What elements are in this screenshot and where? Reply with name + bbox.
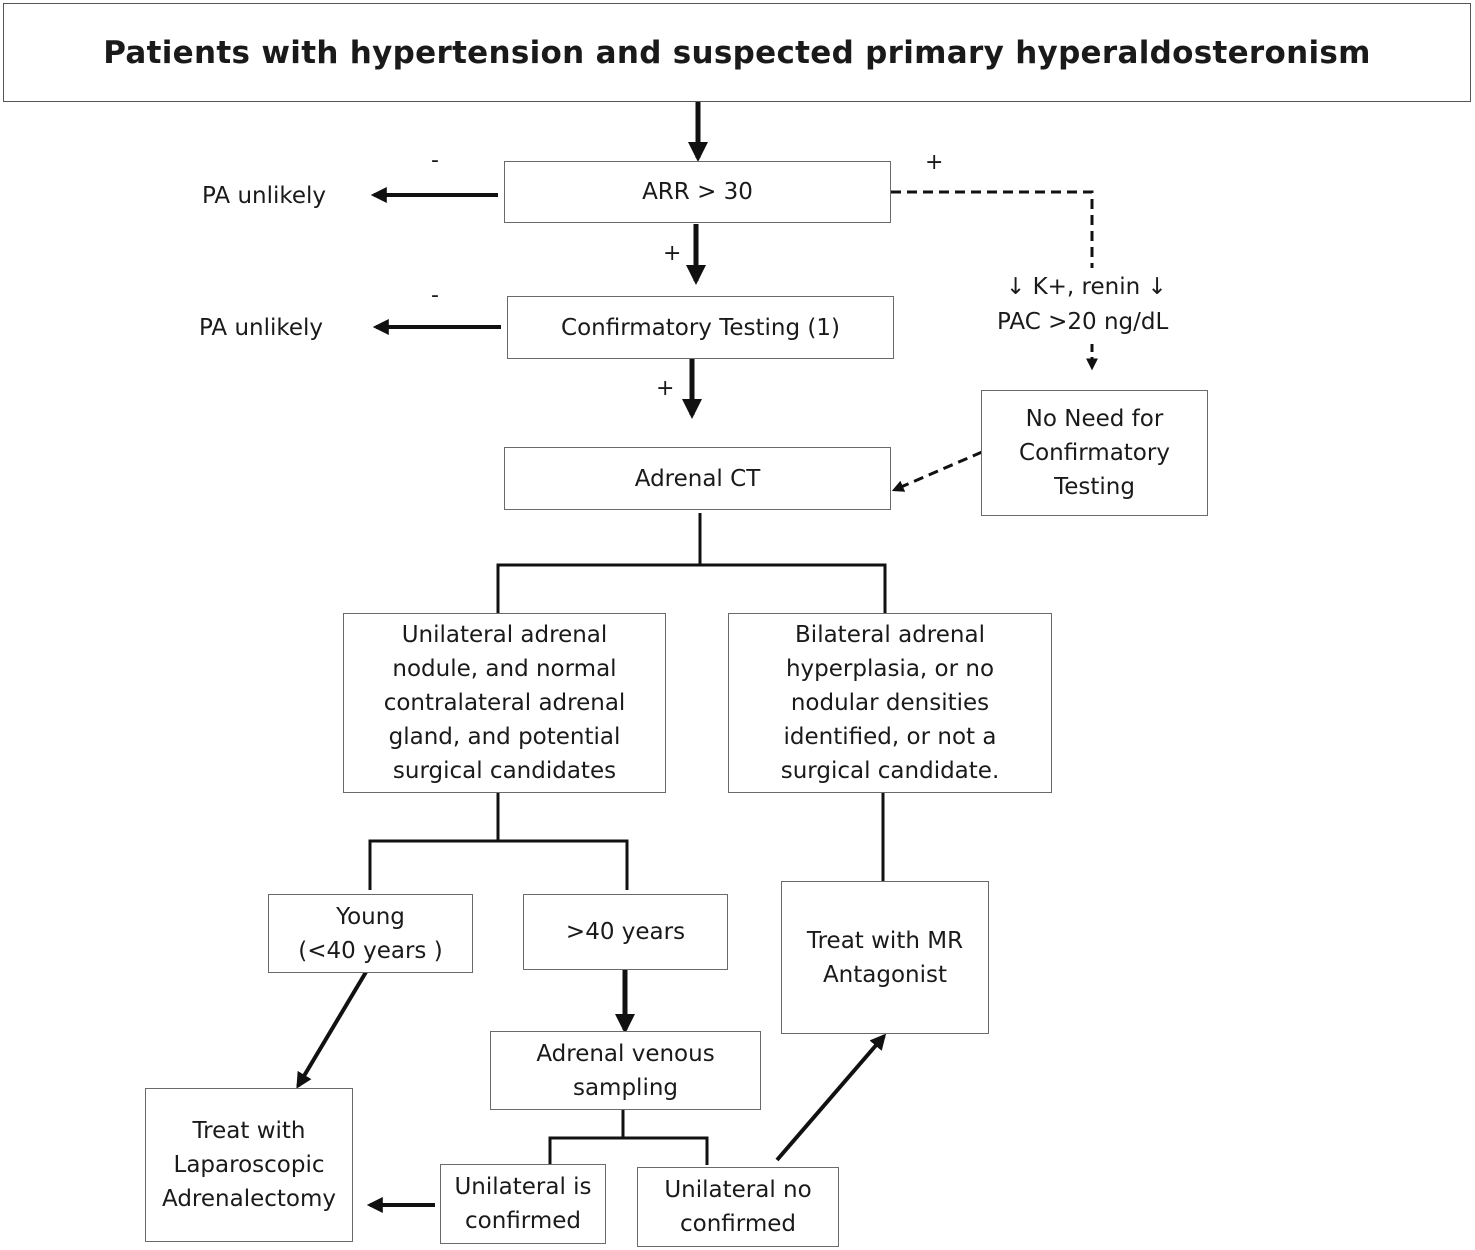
node-bilateral-hyperplasia: Bilateral adrenal hyperplasia, or no nod… <box>728 613 1052 793</box>
node-no-need-label: No Need for Confirmatory Testing <box>1019 406 1170 500</box>
pa-unlikely-label-2: PA unlikely <box>199 315 324 341</box>
node-bilateral-label: Bilateral adrenal hyperplasia, or no nod… <box>780 622 1000 784</box>
node-mr-antagonist: Treat with MR Antagonist <box>781 881 989 1034</box>
node-adrenal-venous-sampling: Adrenal venous sampling <box>490 1031 761 1110</box>
plus-sign-arr-down: + <box>663 241 682 266</box>
dashed-no-need-to-ct <box>891 450 983 492</box>
node-mr-antagonist-label: Treat with MR Antagonist <box>806 927 964 988</box>
node-over-40-label: >40 years <box>565 919 686 945</box>
plus-sign-arr-dashed: + <box>925 150 944 175</box>
pa-unlikely-label-1: PA unlikely <box>202 183 327 209</box>
node-laparoscopic-adrenalectomy: Treat with Laparoscopic Adrenalectomy <box>145 1088 353 1242</box>
plus-sign-confirm-down: + <box>656 376 675 401</box>
connector-age-branch <box>368 839 629 890</box>
node-adrenal-ct: Adrenal CT <box>504 447 891 510</box>
node-confirmatory-testing: Confirmatory Testing (1) <box>507 296 894 359</box>
node-unilateral-not-confirmed: Unilateral no confirmed <box>637 1167 839 1247</box>
minus-sign-confirm: - <box>431 283 439 308</box>
dashed-arr-to-k-renin <box>891 190 1094 268</box>
minus-sign-arr: - <box>431 148 439 173</box>
node-avs-label: Adrenal venous sampling <box>536 1040 715 1101</box>
connector-ct-branch <box>496 563 887 613</box>
node-young: Young (<40 years ) <box>268 894 473 973</box>
node-lap-label: Treat with Laparoscopic Adrenalectomy <box>162 1118 336 1212</box>
node-unilateral-not-confirmed-label: Unilateral no confirmed <box>664 1177 812 1237</box>
node-unilateral-confirmed: Unilateral is confirmed <box>440 1164 606 1244</box>
node-unilateral-confirmed-label: Unilateral is confirmed <box>454 1174 592 1234</box>
node-arr: ARR > 30 <box>504 161 891 223</box>
node-unilateral-nodule: Unilateral adrenal nodule, and normal co… <box>343 613 666 793</box>
node-unilateral-label: Unilateral adrenal nodule, and normal co… <box>383 622 626 784</box>
connector-avs-branch <box>548 1136 709 1165</box>
node-over-40: >40 years <box>523 894 728 970</box>
diagram-title-box: Patients with hypertension and suspected… <box>3 3 1471 102</box>
node-no-need-confirmatory: No Need for Confirmatory Testing <box>981 390 1208 516</box>
pac-label: PAC >20 ng/dL <box>997 309 1169 335</box>
node-adrenal-ct-label: Adrenal CT <box>634 465 761 492</box>
diagram-title: Patients with hypertension and suspected… <box>103 34 1371 71</box>
k-renin-label: ↓ K+, renin ↓ <box>1006 274 1167 300</box>
node-confirmatory-label: Confirmatory Testing (1) <box>561 314 840 341</box>
arrow-not-confirmed-to-mr <box>775 1033 887 1162</box>
node-arr-label: ARR > 30 <box>642 179 753 205</box>
node-young-label: Young (<40 years ) <box>298 903 443 964</box>
arrow-young-to-lap <box>296 970 368 1089</box>
